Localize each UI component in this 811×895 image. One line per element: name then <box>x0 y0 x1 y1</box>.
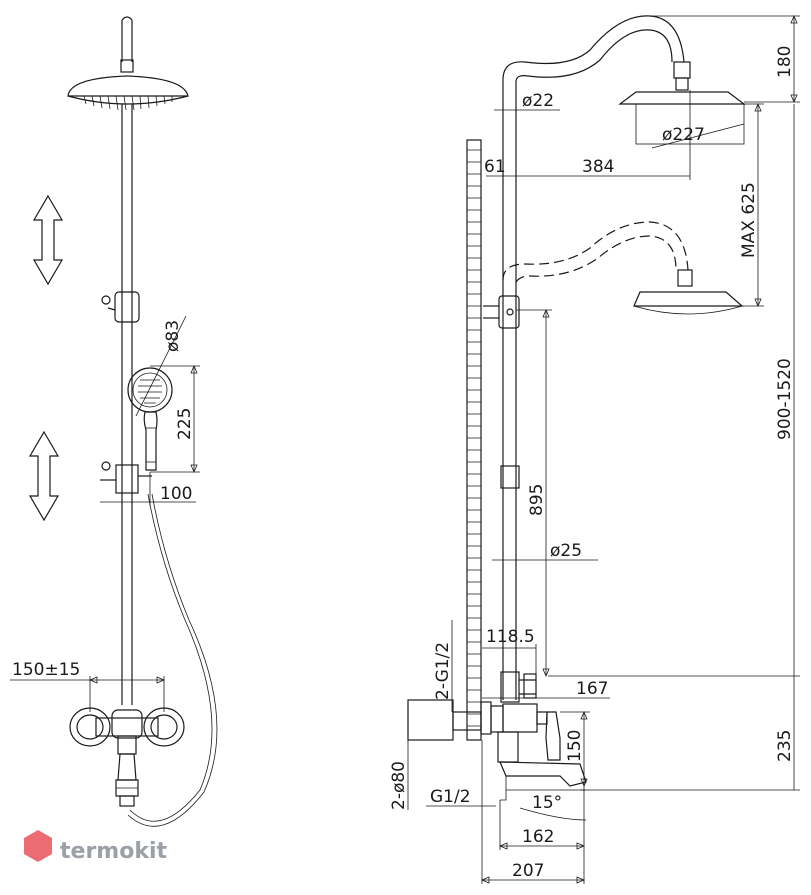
hand-shower-front <box>127 367 173 471</box>
hexagon-logo-icon <box>24 830 52 862</box>
dim-rail-diameter: ø25 <box>550 541 582 561</box>
side-view: ø22 180 ø227 61 384 MAX 625 900-1520 895… <box>389 14 800 884</box>
dim-mixer-offset-b: 167 <box>576 679 608 699</box>
shower-head-side <box>618 91 746 105</box>
dim-head-height: 180 <box>775 46 795 78</box>
lowered-arm <box>502 221 689 281</box>
dim-spout-drop: 150 <box>565 730 585 762</box>
watermark-text: termokit <box>60 839 167 864</box>
shower-head-nozzles <box>83 95 173 111</box>
dim-hand-shower-offset: 100 <box>160 484 192 504</box>
spout <box>499 761 587 787</box>
mixer-front <box>69 707 185 807</box>
dim-rail-length: 895 <box>527 484 547 516</box>
dim-hand-shower-height: 225 <box>175 408 195 440</box>
hose <box>129 493 213 822</box>
dim-top-pipe-diameter: ø22 <box>522 91 554 111</box>
dim-hand-shower-diameter: ø83 <box>163 320 183 352</box>
top-arm <box>502 15 685 110</box>
front-view: ø83 225 100 150±15 <box>10 16 218 827</box>
dim-connection: 2-G1/2 <box>433 642 453 700</box>
dim-small-offset: 61 <box>484 157 506 177</box>
shower-head-front <box>67 75 189 97</box>
dim-total-depth: 207 <box>512 861 544 881</box>
dim-mixer-spacing: 150±15 <box>12 660 80 680</box>
dim-angle: 15° <box>532 793 562 813</box>
dim-max-adjust: MAX 625 <box>739 182 759 258</box>
dim-reach: 384 <box>582 157 614 177</box>
dim-head-diameter: ø227 <box>662 125 705 145</box>
dim-inlet: G1/2 <box>430 787 471 807</box>
adjust-arrow-lower <box>28 430 60 522</box>
dim-flange-diameter: 2-ø80 <box>389 761 409 810</box>
upper-clamp <box>114 291 140 323</box>
dim-mixer-offset-a: 118.5 <box>486 627 535 647</box>
adjust-arrow-upper <box>32 194 64 286</box>
dim-spout-reach: 162 <box>522 827 554 847</box>
mixer-side <box>407 699 587 801</box>
dim-spout-height: 235 <box>775 730 795 762</box>
watermark-logo: termokit <box>24 830 167 864</box>
slider-holder <box>115 464 139 494</box>
dim-total-height: 900-1520 <box>775 358 795 440</box>
wall <box>466 139 482 741</box>
